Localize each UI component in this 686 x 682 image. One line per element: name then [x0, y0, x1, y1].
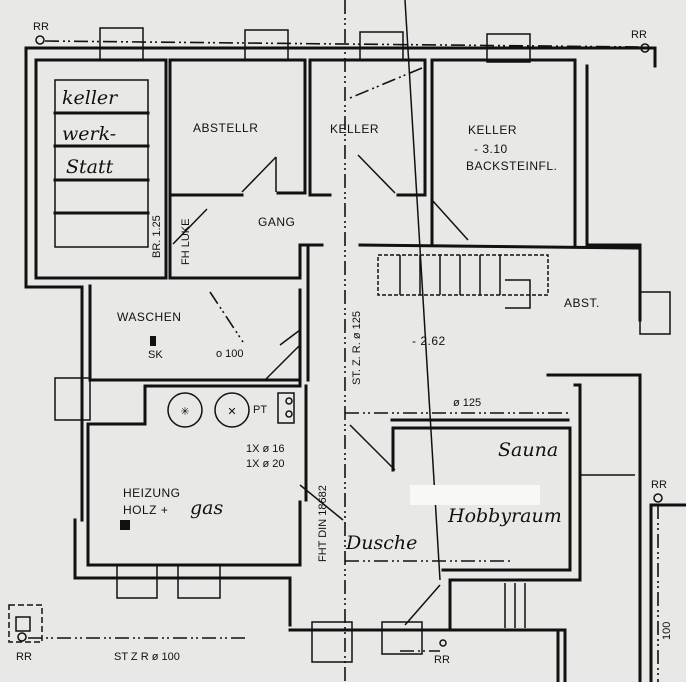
room-heizung: HEIZUNG: [123, 486, 181, 500]
keller-floor: BACKSTEINFL.: [466, 159, 557, 173]
rr-label: RR: [16, 651, 32, 663]
werkstatt-label-1: keller: [62, 87, 119, 109]
walls: [24, 46, 686, 682]
fh-luke-label: FH LUKE: [180, 219, 192, 265]
werkstatt-label-3: Statt: [66, 156, 114, 178]
main-level: - 2.62: [412, 334, 446, 348]
right-100-label: 100: [661, 622, 673, 640]
room-labels: keller werk- Statt ABSTELLR KELLER KELLE…: [62, 87, 600, 554]
rr-label: RR: [33, 21, 49, 33]
room-abstellr: ABSTELLR: [193, 121, 258, 135]
drain-lines: [28, 0, 659, 682]
room-abst: ABST.: [564, 296, 600, 310]
rr-markers: [8, 35, 663, 647]
boiler-icon: ✕: [227, 406, 236, 418]
rr-label: RR: [651, 479, 667, 491]
pipe-125-label: ø 125: [453, 397, 481, 409]
sk-label: SK: [148, 349, 163, 361]
st-zr-100-label: ST Z R ø 100: [114, 651, 180, 663]
fht-din-label: FHT DIN 18682: [317, 485, 329, 562]
room-dusche: Dusche: [345, 532, 417, 554]
room-gang: GANG: [258, 215, 295, 229]
heizung-holz: HOLZ +: [123, 503, 168, 517]
fixtures: ✳ ✕: [53, 0, 635, 628]
room-keller-right: KELLER: [468, 123, 517, 137]
rr-label: RR: [631, 29, 647, 41]
room-keller-middle: KELLER: [330, 122, 379, 136]
room-sauna: Sauna: [498, 439, 558, 461]
pt-label: PT: [253, 404, 267, 416]
pipe-16-label: 1X ø 16: [246, 443, 285, 455]
boiler-icon: ✳: [180, 406, 189, 418]
room-hobbyraum: Hobbyraum: [447, 505, 562, 527]
room-waschen: WASCHEN: [117, 310, 181, 324]
rr-label: RR: [434, 654, 450, 666]
pipe-100-label: o 100: [216, 348, 244, 360]
st-zr-125-label: ST. Z. R. ø 125: [351, 311, 363, 385]
keller-level: - 3.10: [474, 142, 508, 156]
windows: [54, 27, 671, 663]
werkstatt-label-2: werk-: [62, 123, 116, 145]
heizung-gas: gas: [190, 497, 223, 519]
br-label: BR. 1.25: [151, 215, 163, 258]
pipe-20-label: 1X ø 20: [246, 458, 285, 470]
annotations: RR RR RR RR RR BR. 1.25 FH LUKE SK o 100…: [16, 21, 673, 666]
